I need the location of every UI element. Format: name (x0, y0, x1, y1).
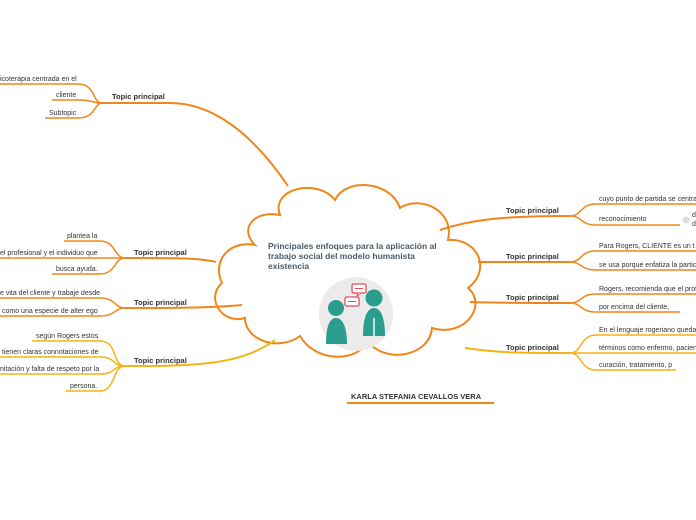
left-topic-1-item-3[interactable]: Subtopic (49, 110, 77, 117)
left-topic-2-item-3[interactable]: busca ayuda. (56, 266, 98, 273)
right-topic-1-sub-2[interactable]: d (692, 221, 696, 228)
left-topic-2-label[interactable]: Topic principal (134, 248, 187, 257)
branch-right-1 (439, 215, 571, 231)
collapsed-node-dot[interactable] (682, 216, 690, 224)
branch-left-2-sub-3 (52, 257, 126, 275)
central-topic-title[interactable]: Principales enfoques para la aplicación … (268, 241, 437, 271)
left-topic-1-label[interactable]: Topic principal (112, 92, 165, 101)
branch-right-1-sub-2 (569, 215, 680, 226)
left-topic-4-item-4[interactable]: persona. (70, 383, 98, 390)
people-talking-illustration (319, 277, 393, 351)
left-topic-4-label[interactable]: Topic principal (134, 356, 187, 365)
person-head-icon (328, 300, 344, 316)
branch-left-4-sub-4 (66, 365, 126, 392)
branch-left-4 (124, 339, 276, 367)
right-topic-3-item-1[interactable]: Rogers, recomienda que el prof (599, 286, 696, 293)
right-topic-3-item-2[interactable]: por encima del cliente, (599, 304, 670, 311)
author-name[interactable]: KARLA STEFANIA CEVALLOS VERA (351, 392, 482, 401)
right-topic-2-item-1[interactable]: Para Rogers, CLIENTE es un t (599, 243, 695, 250)
branch-left-1 (102, 102, 289, 187)
left-topic-2-item-2[interactable]: el profesional y el individuo que (0, 250, 98, 257)
person-head-icon (365, 289, 383, 307)
right-topic-4-item-2[interactable]: términos como enfermo, pacien (599, 345, 696, 352)
branch-right-3-sub-2 (569, 302, 680, 313)
branch-left-2 (124, 257, 217, 263)
right-topic-1-label[interactable]: Topic principal (506, 206, 559, 215)
left-topic-4-item-2[interactable]: tienen claras connotaciones de (2, 349, 99, 356)
left-topic-3-label[interactable]: Topic principal (134, 298, 187, 307)
right-topic-1-item-2[interactable]: reconocimiento (599, 216, 647, 223)
branch-left-3-sub-2 (0, 307, 126, 317)
right-topic-1-sub-1[interactable]: d (692, 212, 696, 219)
branch-left-1-sub-3 (45, 102, 103, 119)
right-topic-2-item-2[interactable]: se usa porque enfatiza la partic (599, 262, 696, 269)
branch-right-3-sub-1 (569, 293, 696, 304)
right-topic-4-item-3[interactable]: curación, tratamiento, p (599, 362, 673, 369)
right-topic-4-item-1[interactable]: En el lenguaje rogeriano queda (599, 327, 696, 334)
left-topic-3-item-2[interactable]: como una especie de alter ego (2, 308, 98, 315)
branch-right-4 (464, 347, 571, 354)
branch-right-3 (469, 301, 571, 304)
right-topic-2-label[interactable]: Topic principal (506, 252, 559, 261)
right-topic-3-label[interactable]: Topic principal (506, 293, 559, 302)
branch-left-1-sub-2 (52, 99, 103, 104)
branch-left-3 (124, 304, 243, 309)
person-body-icon (326, 318, 347, 344)
branch-right-4-sub-3 (569, 352, 676, 371)
left-topic-3-item-1[interactable]: e vita del cliente y trabaje desde (0, 290, 101, 297)
left-topic-4-item-3[interactable]: nitación y falta de respeto por la (0, 366, 100, 373)
left-topic-2-item-1[interactable]: plantea la (67, 233, 98, 240)
right-topic-1-item-1[interactable]: cuyo punto de partida se centra (599, 196, 696, 203)
right-topic-4-label[interactable]: Topic principal (506, 343, 559, 352)
left-topic-1-item-2[interactable]: cliente (56, 92, 77, 99)
left-topic-4-item-1[interactable]: según Rogers estos (36, 333, 99, 340)
branch-right-2-sub-2 (569, 261, 696, 271)
branch-right-1-sub-1 (569, 203, 696, 217)
central-cloud (214, 184, 481, 358)
left-topic-1-item-1[interactable]: icoterapia centrada en el (0, 76, 77, 83)
